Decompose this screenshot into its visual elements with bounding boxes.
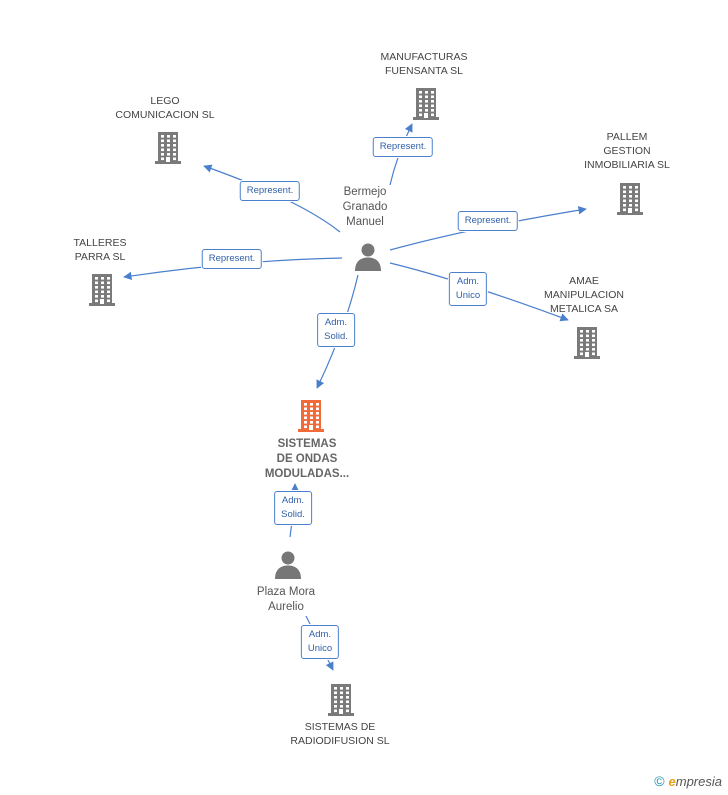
building-icon[interactable] [411,86,441,125]
brand-initial: e [668,774,676,789]
building-icon[interactable] [153,130,183,169]
person-icon[interactable] [353,242,383,277]
edge-label-bermejo-sistemas_ondas[interactable]: Adm. Solid. [317,313,355,347]
edge-label-plaza-sistemas_radio[interactable]: Adm. Unico [300,625,340,659]
node-label-plaza[interactable]: Plaza Mora Aurelio [256,586,316,613]
node-label-pallem[interactable]: PALLEM GESTION INMOBILIARIA SL [584,131,670,171]
node-label-sistemas-radio[interactable]: SISTEMAS DE RADIODIFUSION SL [290,721,390,747]
person-icon[interactable] [273,550,303,585]
node-label-lego[interactable]: LEGO COMUNICACION SL [115,95,215,121]
building-icon[interactable] [87,272,117,311]
node-label-amae[interactable]: AMAE MANIPULACION METALICA SA [544,275,624,315]
node-label-manufacturas[interactable]: MANUFACTURAS FUENSANTA SL [380,51,468,77]
node-label-talleres[interactable]: TALLERES PARRA SL [73,237,127,263]
node-label-sistemas-ondas[interactable]: SISTEMAS DE ONDAS MODULADAS... [264,438,350,480]
building-icon[interactable] [615,181,645,220]
edge-label-bermejo-manufacturas[interactable]: Represent. [372,137,434,157]
footer-brand[interactable]: ©empresia [654,773,722,789]
edge-label-bermejo-pallem[interactable]: Represent. [457,211,519,231]
edge-label-bermejo-amae[interactable]: Adm. Unico [448,272,488,306]
edge-label-bermejo-talleres[interactable]: Represent. [201,249,263,269]
copyright-icon: © [654,773,665,789]
brand-name: mpresia [675,774,722,789]
edge-label-plaza-sistemas_ondas[interactable]: Adm. Solid. [274,491,312,525]
building-icon[interactable] [296,398,326,437]
building-icon[interactable] [326,682,356,721]
node-label-bermejo[interactable]: Bermejo Granado Manuel [342,186,388,228]
building-icon[interactable] [572,325,602,364]
edge-label-bermejo-lego[interactable]: Represent. [239,181,301,201]
